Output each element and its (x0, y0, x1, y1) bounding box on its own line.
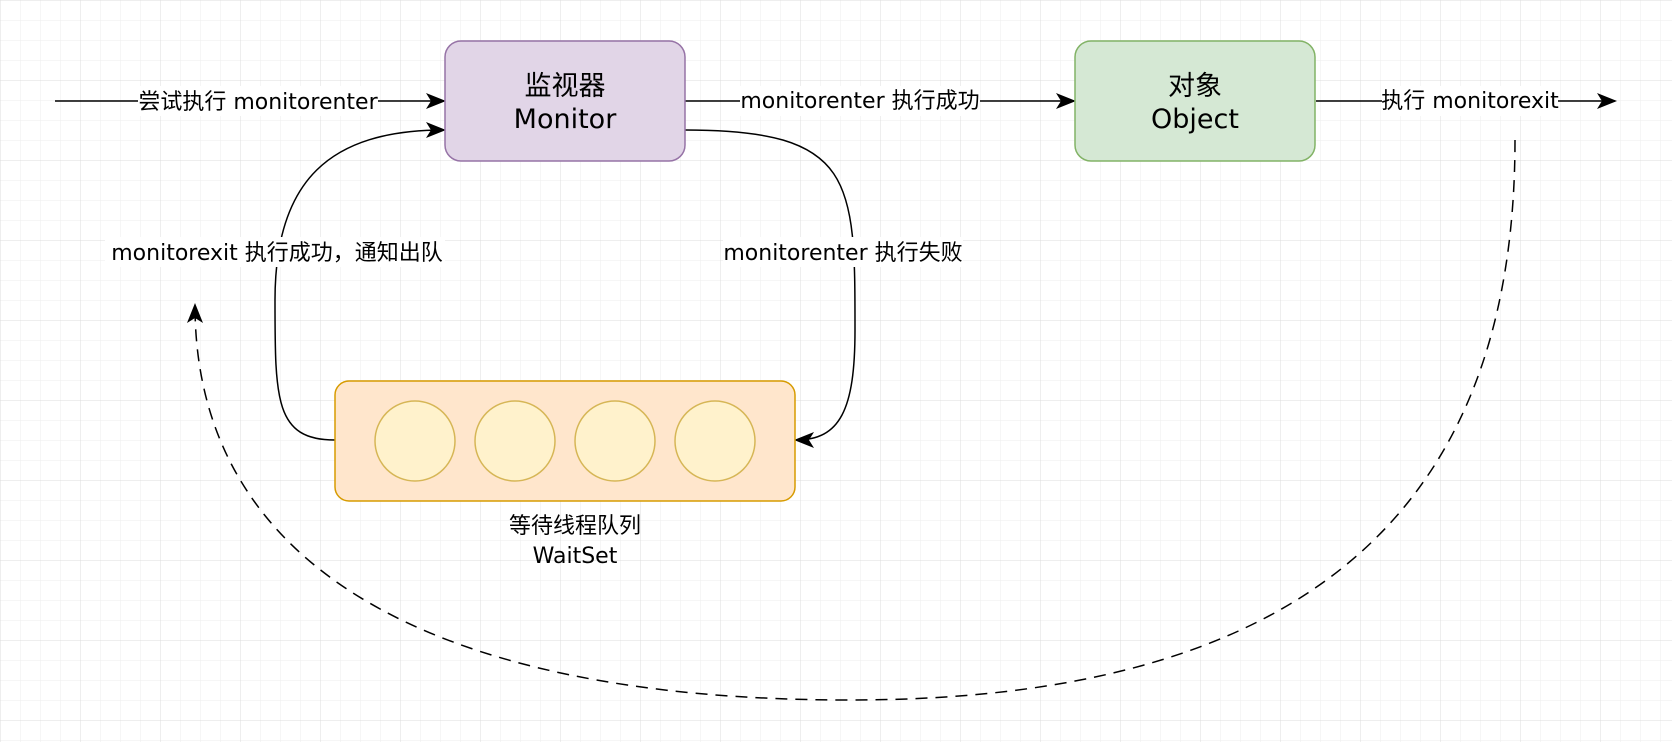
waiting-thread-1 (374, 400, 456, 482)
monitor-label-cn: 监视器 (525, 71, 606, 102)
label-enter-fail: monitorenter 执行失败 (723, 241, 962, 266)
label-try-enter: 尝试执行 monitorenter (138, 90, 378, 115)
edge-enter-fail (684, 129, 856, 448)
label-exit-success-notify-group: monitorexit 执行成功，通知出队 (105, 237, 445, 267)
object-label-cn: 对象 (1168, 71, 1222, 102)
edge-exit-success-notify (274, 122, 446, 441)
label-try-enter-group: 尝试执行 monitorenter (138, 86, 379, 116)
label-exit-success-notify: monitorexit 执行成功，通知出队 (111, 241, 443, 266)
edge-exit-return-dashed (187, 139, 1516, 701)
object-label-en: Object (1151, 104, 1239, 135)
object-node: 对象 Object (1074, 40, 1316, 162)
label-exit-group: 执行 monitorexit (1381, 86, 1559, 116)
monitor-label-en: Monitor (514, 104, 618, 135)
waitset-node: 等待线程队列 WaitSet (334, 380, 796, 569)
waitset-box (334, 380, 796, 502)
waiting-thread-2 (474, 400, 556, 482)
object-box (1074, 40, 1316, 162)
waitset-label-cn: 等待线程队列 (509, 514, 641, 539)
monitor-node: 监视器 Monitor (444, 40, 686, 162)
waitset-label-en: WaitSet (533, 544, 618, 569)
label-enter-success-group: monitorenter 执行成功 (740, 86, 980, 116)
label-enter-fail-group: monitorenter 执行失败 (723, 237, 963, 267)
waiting-thread-4 (674, 400, 756, 482)
label-exit: 执行 monitorexit (1381, 89, 1559, 114)
monitor-box (444, 40, 686, 162)
label-enter-success: monitorenter 执行成功 (740, 89, 979, 114)
waiting-thread-3 (574, 400, 656, 482)
